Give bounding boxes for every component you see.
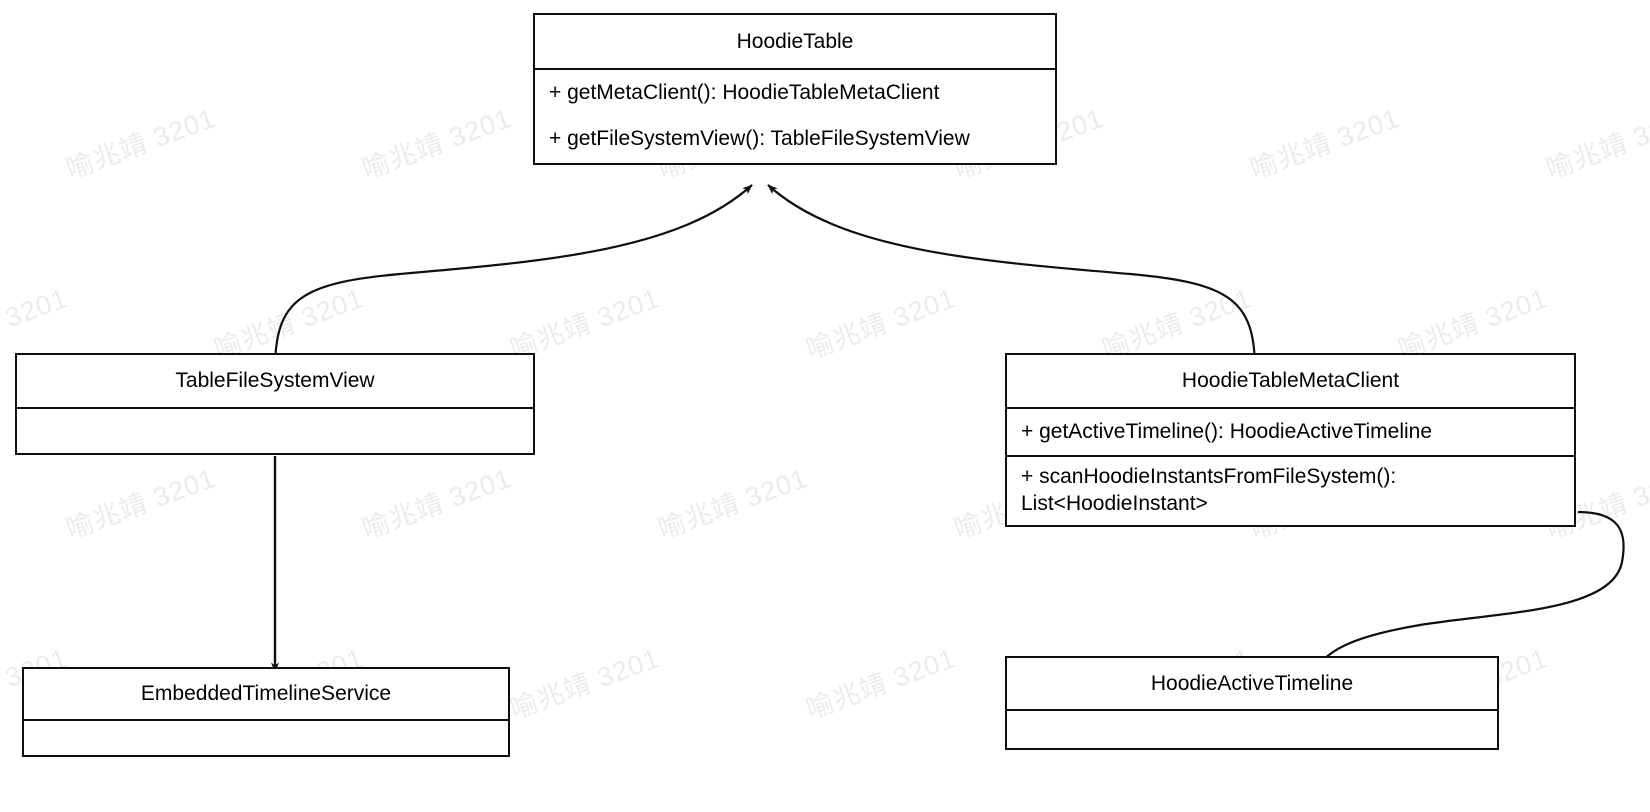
class-methods-hoodie-table-meta-client-b: + scanHoodieInstantsFromFileSystem(): Li… bbox=[1007, 455, 1574, 525]
class-title-hoodie-active-timeline: HoodieActiveTimeline bbox=[1150, 671, 1354, 695]
class-methods-hoodie-active-timeline bbox=[1007, 709, 1497, 748]
class-box-table-file-system-view[interactable]: TableFileSystemView bbox=[15, 353, 535, 455]
class-title-table-file-system-view: TableFileSystemView bbox=[175, 369, 375, 392]
class-box-hoodie-active-timeline[interactable]: HoodieActiveTimeline bbox=[1005, 656, 1499, 750]
class-title-hoodie-table-meta-client: HoodieTableMetaClient bbox=[1181, 369, 1400, 392]
edge-hoodietablemetaclient-to-hoodietable bbox=[767, 184, 1257, 371]
class-method: + getMetaClient(): HoodieTableMetaClient bbox=[549, 80, 940, 104]
class-method: + getFileSystemView(): TableFileSystemVi… bbox=[549, 127, 970, 151]
class-method: + getActiveTimeline(): HoodieActiveTimel… bbox=[1021, 419, 1433, 443]
class-box-hoodie-table[interactable]: HoodieTable + getMetaClient(): HoodieTab… bbox=[533, 13, 1057, 165]
edge-hoodietablemetaclient-to-hoodieactivetimeline bbox=[1309, 510, 1625, 679]
class-methods-hoodie-table: + getMetaClient(): HoodieTableMetaClient… bbox=[535, 68, 1055, 163]
class-methods-hoodie-table-meta-client-a: + getActiveTimeline(): HoodieActiveTimel… bbox=[1007, 407, 1574, 455]
class-methods-table-file-system-view bbox=[17, 407, 533, 453]
class-box-hoodie-table-meta-client[interactable]: HoodieTableMetaClient + getActiveTimelin… bbox=[1005, 353, 1576, 527]
class-methods-embedded-timeline-service bbox=[24, 719, 508, 755]
edge-tablefilesystemview-to-hoodietable bbox=[273, 184, 753, 371]
class-method: + scanHoodieInstantsFromFileSystem(): Li… bbox=[1021, 465, 1397, 515]
class-title-hoodie-table: HoodieTable bbox=[736, 29, 854, 53]
class-box-embedded-timeline-service[interactable]: EmbeddedTimelineService bbox=[22, 667, 510, 757]
class-title-embedded-timeline-service: EmbeddedTimelineService bbox=[140, 682, 392, 705]
